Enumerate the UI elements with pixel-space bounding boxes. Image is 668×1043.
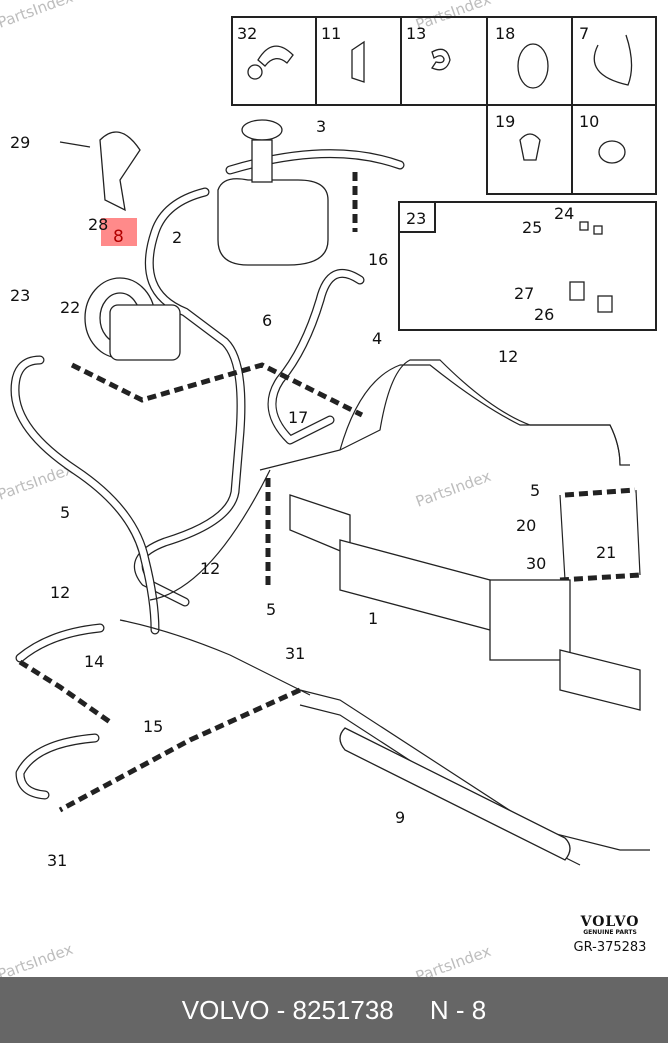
callout[interactable]: 5 <box>530 481 540 500</box>
watermark: PartsIndex <box>413 467 493 511</box>
callout[interactable]: 25 <box>522 218 542 237</box>
callout[interactable]: 21 <box>596 543 616 562</box>
callout[interactable]: 29 <box>10 133 30 152</box>
callout[interactable]: 12 <box>498 347 518 366</box>
callout[interactable]: 22 <box>60 298 80 317</box>
inset-label: 7 <box>579 24 589 43</box>
callout[interactable]: 5 <box>266 600 276 619</box>
callout[interactable]: 5 <box>60 503 70 522</box>
callout[interactable]: 27 <box>514 284 534 303</box>
inset-label: 32 <box>237 24 257 43</box>
callout[interactable]: 28 <box>88 215 108 234</box>
callout[interactable]: 4 <box>372 329 382 348</box>
callout[interactable]: 1 <box>368 609 378 628</box>
parts-diagram: PartsIndex PartsIndex PartsIndex PartsIn… <box>0 0 657 977</box>
watermark: PartsIndex <box>413 942 493 977</box>
callout[interactable]: 17 <box>288 408 308 427</box>
inset-label: 11 <box>321 24 341 43</box>
callout[interactable]: 20 <box>516 516 536 535</box>
watermark: PartsIndex <box>0 940 75 977</box>
parts <box>59 119 641 861</box>
footer-part-caption: VOLVO - 8251738 N - 8 <box>181 994 487 1025</box>
watermarks: PartsIndex PartsIndex PartsIndex PartsIn… <box>0 0 493 977</box>
callout[interactable]: 26 <box>534 305 554 324</box>
callout[interactable]: 12 <box>50 583 70 602</box>
inset-label: 19 <box>495 112 515 131</box>
callout[interactable]: 31 <box>47 851 67 870</box>
inset-label: 23 <box>406 209 426 228</box>
callout[interactable]: 23 <box>10 286 30 305</box>
inset-label: 10 <box>579 112 599 131</box>
inset-grid: 32 11 13 18 7 19 10 <box>231 16 657 195</box>
callout[interactable]: 31 <box>285 644 305 663</box>
highlighted-part-label[interactable]: 8 <box>113 227 124 247</box>
genuine-parts-tagline: GENUINE PARTS <box>583 929 637 936</box>
highlight-box <box>101 218 137 246</box>
callout[interactable]: 12 <box>200 559 220 578</box>
inset-23: 23 <box>398 201 657 331</box>
volvo-brand-block: VOLVO GENUINE PARTS GR-375283 <box>560 914 660 955</box>
callout[interactable]: 9 <box>395 808 405 827</box>
inset-label: 13 <box>406 24 426 43</box>
callout[interactable]: 2 <box>172 228 182 247</box>
inset-label: 18 <box>495 24 515 43</box>
callout[interactable]: 15 <box>143 717 163 736</box>
watermark: PartsIndex <box>0 0 75 32</box>
diagram-reference: GR-375283 <box>573 940 647 955</box>
volvo-logo: VOLVO <box>580 914 640 930</box>
footer-bar: VOLVO - 8251738 N - 8 <box>0 977 668 1043</box>
callout[interactable]: 30 <box>526 554 546 573</box>
callout[interactable]: 6 <box>262 311 272 330</box>
callouts: 3 29 2 28 16 24 25 27 26 6 23 22 4 12 17… <box>10 117 616 870</box>
callout[interactable]: 16 <box>368 250 388 269</box>
dashed-connectors <box>18 172 641 813</box>
callout[interactable]: 14 <box>84 652 104 671</box>
callout[interactable]: 3 <box>316 117 326 136</box>
callout[interactable]: 24 <box>554 204 574 223</box>
